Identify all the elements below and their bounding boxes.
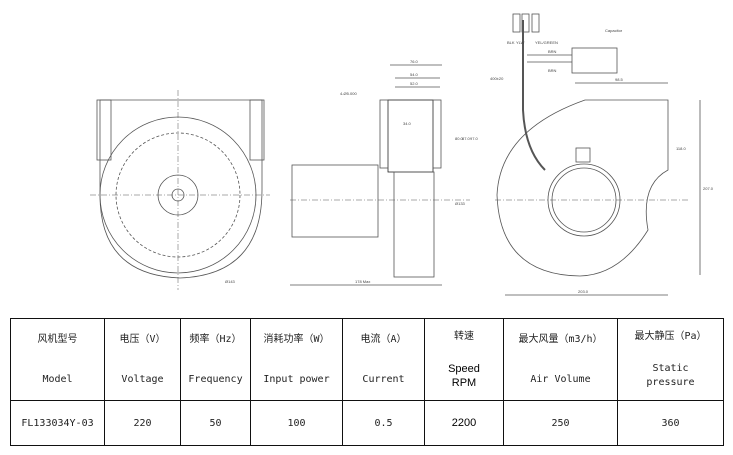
- header-voltage: 电压（V） Voltage: [104, 318, 181, 401]
- rear-view: Capacitor BLK YLW YEL/GREEN BRN BRN 400±…: [490, 13, 714, 296]
- mount-lug: [575, 147, 591, 163]
- mount-bracket-right: [249, 99, 265, 161]
- cell-static-pressure: 360: [617, 400, 724, 446]
- dim-203: 203.0: [578, 289, 589, 294]
- header-en: Air Volume: [530, 373, 591, 385]
- header-model: 风机型号 Model: [10, 318, 105, 401]
- header-cn: 最大静压（Pa）: [634, 330, 707, 342]
- lead-wires: [522, 20, 546, 171]
- dim-97: 97.0: [470, 136, 479, 141]
- front-dia-label: Ø143: [225, 279, 236, 284]
- dim-207: 207.0: [703, 186, 714, 191]
- wire-label-brn2: BRN: [548, 68, 557, 73]
- header-en: Speed: [448, 362, 480, 375]
- dim-118: 118.0: [676, 146, 686, 151]
- dim-34: 34.0: [403, 121, 412, 126]
- spec-table: 风机型号 Model 电压（V） Voltage 频率（Hz） Frequency 消…: [10, 318, 724, 446]
- header-en2: pressure: [646, 376, 695, 388]
- motor: [291, 164, 379, 238]
- header-cn: 最大风量（m3/h）: [518, 333, 603, 345]
- dim-lead: 400±20: [490, 76, 504, 81]
- wire-label-brn1: BRN: [548, 49, 557, 54]
- dim-178: 178 Max: [355, 279, 370, 284]
- dim-76: 76.0: [410, 59, 419, 64]
- header-row: 风机型号 Model 电压（V） Voltage 频率（Hz） Frequency 消…: [10, 318, 724, 401]
- capacitor: [571, 47, 618, 74]
- header-cn: 转速: [454, 330, 474, 342]
- dim-holes: 4-Ø5.000: [340, 91, 357, 96]
- dim-133: Ø133: [455, 201, 466, 206]
- header-en: Frequency: [188, 373, 243, 385]
- blower-body: [393, 171, 435, 278]
- header-cn: 电流（A）: [360, 333, 407, 345]
- header-air-volume: 最大风量（m3/h） Air Volume: [503, 318, 618, 401]
- header-cn: 电压（V）: [119, 333, 166, 345]
- wire-label-ylw: YLW: [516, 40, 525, 45]
- cell-input-power: 100: [250, 400, 343, 446]
- side-view: 76.0 54.0 52.0 34.0 4-Ø5.000 80.0 87.0 9…: [290, 59, 479, 286]
- mount-bracket-left: [96, 99, 112, 161]
- rear-housing: [496, 99, 669, 277]
- header-static-pressure: 最大静压（Pa） Static pressure: [617, 318, 724, 401]
- header-en: Model: [42, 373, 73, 385]
- dim-80: 80.0: [455, 136, 464, 141]
- header-cn: 频率（Hz）: [189, 333, 242, 345]
- cell-current: 0.5: [342, 400, 425, 446]
- cell-model: FL133034Y-03: [10, 400, 105, 446]
- front-view: Ø143: [90, 90, 270, 290]
- dim-52: 52.0: [410, 81, 419, 86]
- front-housing: [99, 99, 263, 279]
- dim-54: 54.0: [410, 72, 419, 77]
- header-current: 电流（A） Current: [342, 318, 425, 401]
- header-input-power: 消耗功率（W） Input power: [250, 318, 343, 401]
- header-frequency: 频率（Hz） Frequency: [180, 318, 251, 401]
- wire-label-blk: BLK: [507, 40, 515, 45]
- header-en: Voltage: [121, 373, 164, 385]
- header-cn: 消耗功率（W）: [263, 333, 330, 345]
- cell-voltage: 220: [104, 400, 181, 446]
- header-en2: RPM: [451, 376, 477, 389]
- cell-air-volume: 250: [503, 400, 618, 446]
- header-en: Current: [362, 373, 405, 385]
- cell-speed: 2200: [424, 400, 504, 446]
- cell-frequency: 50: [180, 400, 251, 446]
- dim-87: 87.0: [462, 136, 471, 141]
- header-en: Input power: [263, 373, 330, 385]
- dim-98: 98.5: [615, 77, 624, 82]
- table-row: FL133034Y-03 220 50 100 0.5 2200 250 360: [10, 400, 724, 446]
- wire-label-yg: YEL/GREEN: [535, 40, 558, 45]
- header-cn: 风机型号: [37, 333, 78, 345]
- technical-drawing: Ø143 76.0 54.0 52.0 34.0 4-Ø5.000 80.0 8…: [90, 13, 714, 296]
- header-en: Static: [652, 362, 689, 374]
- capacitor-label: Capacitor: [605, 28, 623, 33]
- side-housing: [387, 99, 434, 173]
